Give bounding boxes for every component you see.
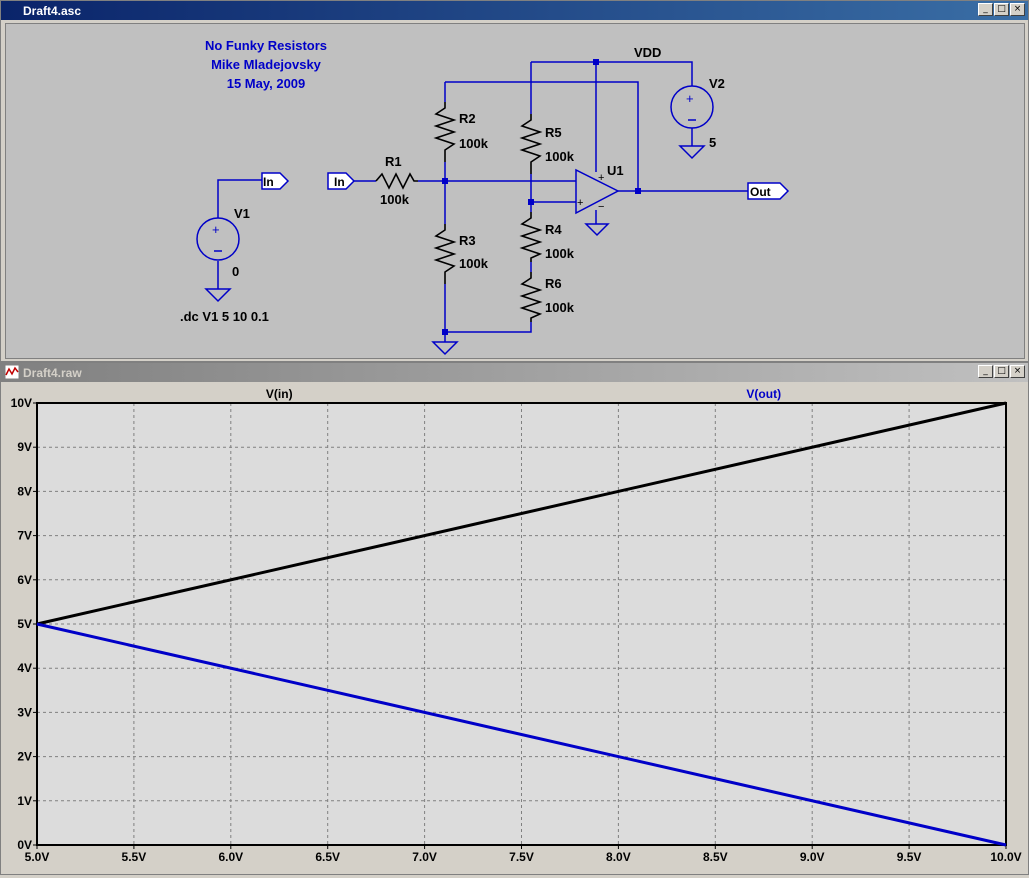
spice-directive[interactable]: .dc V1 5 10 0.1 — [180, 309, 269, 324]
ground-icon — [584, 223, 610, 237]
r4-label: R4 — [545, 222, 562, 237]
svg-text:Mike Mladejovsky: Mike Mladejovsky — [211, 57, 322, 72]
x-tick-label: 6.5V — [315, 850, 340, 864]
waveform-chart: 5.0V 5.5V 6.0V 6.5V 7.0V 7.5V 8.0V 8.5V 9.0V 9.5V… — [11, 387, 1022, 864]
x-tick-label: 7.5V — [509, 850, 534, 864]
svg-text:−: − — [598, 201, 604, 213]
r6-value: 100k — [545, 300, 575, 315]
y-tick-label: 4V — [17, 661, 32, 675]
x-tick-label: 8.0V — [606, 850, 631, 864]
ground-icon — [678, 145, 706, 160]
minimize-button[interactable]: _ — [978, 365, 993, 378]
series-line-vin — [36, 401, 1007, 626]
minimize-button[interactable]: _ — [978, 3, 993, 16]
legend-entry: V(out) — [746, 387, 781, 401]
svg-text:+: + — [686, 91, 694, 106]
svg-text:+: + — [577, 197, 583, 209]
y-tick-label: 8V — [17, 484, 32, 498]
y-tick-label: 10V — [11, 396, 32, 410]
opamp-u1[interactable]: + + − — [575, 168, 620, 215]
v2-source[interactable]: + — [670, 85, 714, 129]
y-tick-label: 6V — [17, 573, 32, 587]
ground-symbols — [204, 145, 706, 356]
r1-label: R1 — [385, 154, 402, 169]
x-tick-label: 9.5V — [897, 850, 922, 864]
y-tick-label: 9V — [17, 440, 32, 454]
legend-entry: V(in) — [266, 387, 293, 401]
r2-resistor — [433, 102, 457, 162]
schematic-comment[interactable]: No Funky Resistors Mike Mladejovsky 15 M… — [205, 38, 327, 91]
u1-label: U1 — [607, 163, 624, 178]
net-label-in-2[interactable]: In — [327, 172, 356, 190]
v1-source[interactable]: + — [196, 217, 240, 261]
x-tick-label: 9.0V — [800, 850, 825, 864]
schematic-window-title: Draft4.asc — [23, 3, 82, 18]
net-label-out[interactable]: Out — [747, 182, 790, 200]
r3-label: R3 — [459, 233, 476, 248]
net-label-in-1[interactable]: In — [261, 172, 290, 190]
r5-value: 100k — [545, 149, 575, 164]
r4-resistor — [519, 212, 543, 262]
waveform-titlebar[interactable]: Draft4.raw _ □ × — [1, 363, 1028, 382]
waveform-app-icon — [5, 365, 19, 379]
r5-label: R5 — [545, 125, 562, 140]
r6-resistor — [519, 272, 543, 322]
ground-icon — [204, 288, 232, 303]
r2-label: R2 — [459, 111, 476, 126]
y-tick-label: 5V — [17, 617, 32, 631]
r6-label: R6 — [545, 276, 562, 291]
close-button[interactable]: × — [1010, 365, 1025, 378]
ground-icon — [431, 341, 459, 356]
wires — [217, 61, 748, 342]
r1-value: 100k — [380, 192, 410, 207]
x-tick-label: 5.5V — [122, 850, 147, 864]
x-tick-label: 5.0V — [25, 850, 50, 864]
v1-label: V1 — [234, 206, 250, 221]
schematic-canvas[interactable]: + + + + − — [5, 23, 1025, 359]
x-tick-label: 7.0V — [412, 850, 437, 864]
schematic-window: Draft4.asc _ □ × — [0, 0, 1029, 362]
v2-label: V2 — [709, 76, 725, 91]
r1-resistor — [375, 172, 418, 190]
y-tick-label: 2V — [17, 750, 32, 764]
maximize-button[interactable]: □ — [994, 3, 1009, 16]
vdd-label: VDD — [634, 45, 661, 60]
y-tick-label: 7V — [17, 529, 32, 543]
svg-text:15 May, 2009: 15 May, 2009 — [227, 76, 306, 91]
r5-resistor — [519, 114, 543, 174]
waveform-plot[interactable]: 5.0V 5.5V 6.0V 6.5V 7.0V 7.5V 8.0V 8.5V 9.0V 9.5V… — [2, 383, 1026, 873]
svg-text:In: In — [334, 175, 345, 189]
r3-value: 100k — [459, 256, 489, 271]
schematic-titlebar[interactable]: Draft4.asc _ □ × — [1, 1, 1028, 20]
v1-value: 0 — [232, 264, 239, 279]
schematic-window-controls: _ □ × — [978, 3, 1025, 16]
svg-text:+: + — [598, 172, 604, 184]
close-button[interactable]: × — [1010, 3, 1025, 16]
v2-value: 5 — [709, 135, 716, 150]
waveform-window-title: Draft4.raw — [23, 365, 82, 380]
junctions — [442, 59, 641, 335]
schematic-drawing: + + + + − — [180, 38, 790, 356]
maximize-button[interactable]: □ — [994, 365, 1009, 378]
r2-value: 100k — [459, 136, 489, 151]
y-tick-label: 1V — [17, 794, 32, 808]
r3-resistor — [433, 224, 457, 284]
y-tick-label: 0V — [17, 838, 32, 852]
x-tick-label: 6.0V — [218, 850, 243, 864]
series-line-vout — [36, 622, 1007, 847]
resistors — [375, 102, 543, 322]
x-tick-label: 10.0V — [990, 850, 1021, 864]
svg-text:In: In — [263, 175, 274, 189]
svg-text:Out: Out — [750, 185, 771, 199]
svg-text:+: + — [212, 222, 220, 237]
svg-text:No Funky Resistors: No Funky Resistors — [205, 38, 327, 53]
r4-value: 100k — [545, 246, 575, 261]
waveform-window-controls: _ □ × — [978, 365, 1025, 378]
y-tick-label: 3V — [17, 705, 32, 719]
x-tick-label: 8.5V — [703, 850, 728, 864]
